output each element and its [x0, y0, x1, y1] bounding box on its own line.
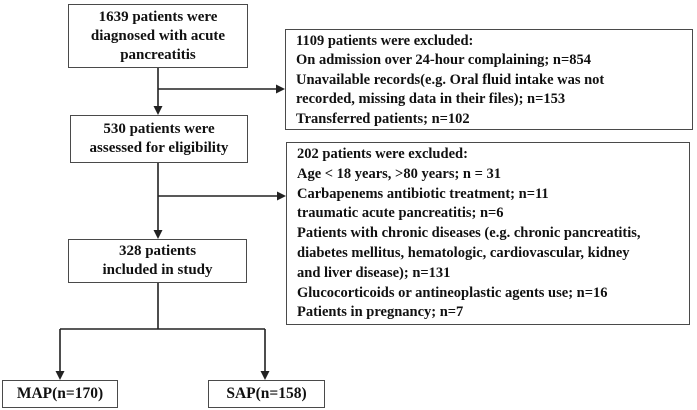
arrowhead-diagnosed-to-assessed	[153, 106, 163, 115]
arrowhead-to-excluded2	[277, 191, 286, 201]
box-sap-label: SAP(n=158)	[226, 385, 307, 402]
box-excluded-1109-line: 1109 patients were excluded:	[296, 33, 474, 49]
arrowhead-assessed-to-included	[153, 230, 163, 239]
box-diagnosed-line: pancreatitis	[120, 47, 196, 63]
box-included: 328 patients included in study	[68, 239, 247, 283]
arrowhead-to-map	[55, 371, 65, 380]
box-diagnosed-line: 1639 patients were	[98, 9, 218, 25]
box-excluded-202: 202 patients were excluded: Age < 18 yea…	[286, 142, 690, 325]
box-excluded-202-line: Patients with chronic diseases (e.g. chr…	[297, 225, 641, 242]
box-diagnosed: 1639 patients were diagnosed with acute …	[68, 4, 248, 68]
box-assessed-line: assessed for eligibility	[89, 140, 229, 156]
arrowhead-to-excluded1	[276, 84, 285, 94]
box-sap-result: SAP(n=158)	[208, 380, 325, 408]
box-excluded-202-line: traumatic acute pancreatitis; n=6	[297, 205, 504, 222]
box-excluded-202-line: Age < 18 years, >80 years; n = 31	[297, 165, 501, 182]
box-assessed-line: 530 patients were	[103, 121, 215, 137]
box-excluded-1109-line: recorded, missing data in their files); …	[296, 91, 566, 108]
box-included-line: 328 patients	[118, 243, 197, 259]
box-excluded-1109: 1109 patients were excluded: On admissio…	[285, 29, 693, 130]
box-excluded-1109-line: Unavailable records(e.g. Oral fluid inta…	[296, 71, 605, 88]
box-map-result: MAP(n=170)	[2, 380, 118, 408]
box-excluded-202-line: Patients in pregnancy; n=7	[297, 304, 464, 321]
box-excluded-202-line: diabetes mellitus, hematologic, cardiova…	[297, 244, 630, 261]
box-excluded-202-line: Carbapenems antibiotic treatment; n=11	[297, 185, 549, 202]
arrowhead-to-sap	[260, 371, 270, 380]
box-assessed: 530 patients were assessed for eligibili…	[70, 115, 248, 163]
box-excluded-202-line: Glucocorticoids or antineoplastic agents…	[297, 284, 608, 301]
box-included-line: included in study	[102, 262, 213, 278]
box-excluded-1109-line: Transferred patients; n=102	[296, 110, 470, 127]
box-excluded-202-line: 202 patients were excluded:	[297, 146, 468, 162]
box-excluded-202-line: and liver disease); n=131	[297, 264, 451, 281]
box-map-label: MAP(n=170)	[16, 385, 104, 402]
box-excluded-1109-line: On admission over 24-hour complaining; n…	[296, 52, 591, 69]
box-diagnosed-line: diagnosed with acute	[90, 28, 226, 44]
